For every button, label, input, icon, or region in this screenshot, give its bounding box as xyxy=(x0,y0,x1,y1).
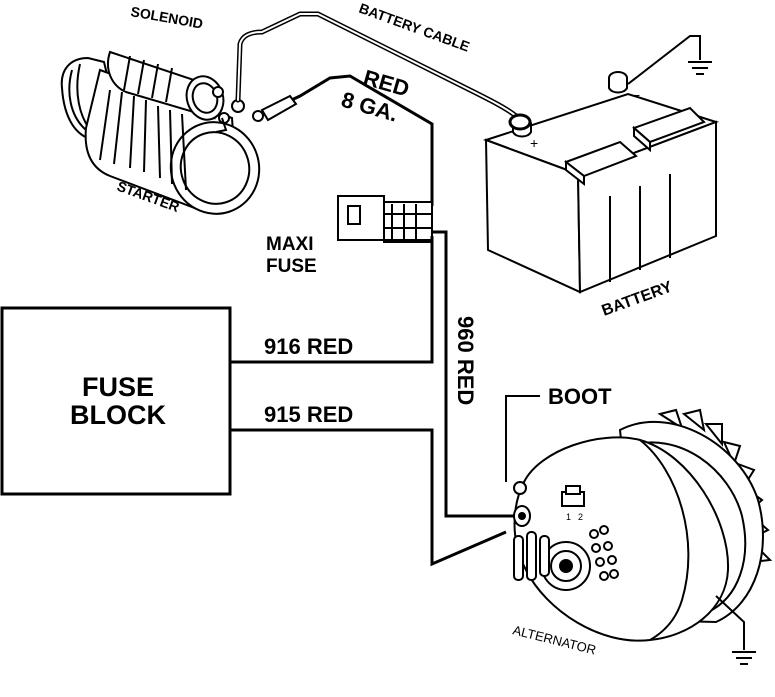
alternator-ground-symbol xyxy=(715,595,756,665)
fuse-block xyxy=(0,306,232,496)
battery-cable-inner xyxy=(237,13,517,117)
solenoid xyxy=(107,50,245,133)
wire-915-label: 915 RED xyxy=(264,402,353,427)
battery-minus-sign: − xyxy=(632,87,640,103)
wire-916-label: 916 RED xyxy=(264,334,353,359)
maxi-fuse-label-line2: FUSE xyxy=(266,256,317,277)
boot-label: BOOT xyxy=(548,384,612,409)
wire-960-red xyxy=(432,230,522,518)
red-8ga-ring-terminal xyxy=(252,94,298,122)
alternator-terminal-2: 2 xyxy=(578,512,583,522)
starter-motor xyxy=(60,56,261,215)
wire-960-label: 960 RED xyxy=(453,316,478,405)
battery xyxy=(482,71,720,294)
boot-leader-line xyxy=(505,395,540,482)
fuse-block-label-line1: FUSE xyxy=(82,372,154,402)
wire-916-red xyxy=(230,236,434,364)
alternator-terminal-1: 1 xyxy=(566,512,571,522)
fuse-block-label-line2: BLOCK xyxy=(70,400,166,430)
maxi-fuse-label-line1: MAXI xyxy=(266,234,314,255)
maxi-fuse xyxy=(337,195,433,243)
battery-cable-ring-terminal xyxy=(508,113,532,131)
wire-915-red xyxy=(230,428,507,567)
alternator xyxy=(513,408,773,642)
battery-ground-symbol xyxy=(627,35,712,85)
red-8ga-wire xyxy=(261,74,434,206)
battery-plus-sign: + xyxy=(530,135,538,151)
